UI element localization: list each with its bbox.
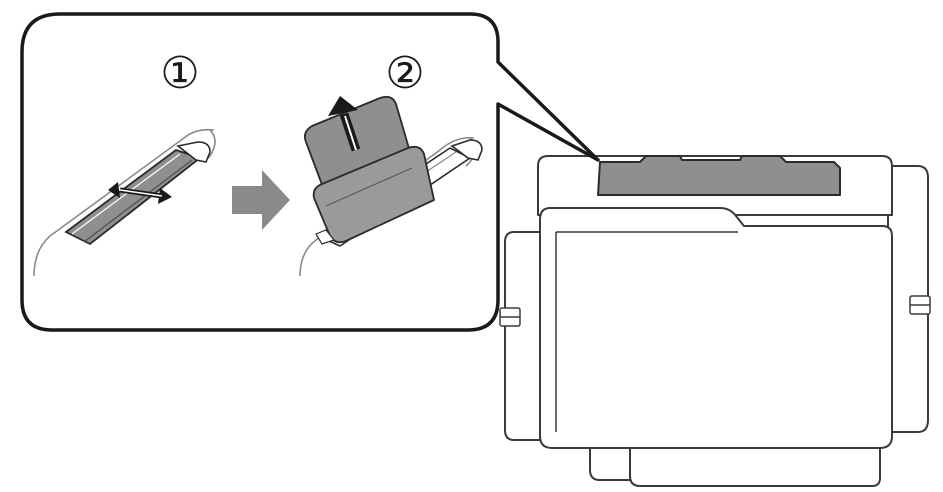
paper-support-front — [312, 145, 435, 244]
printer-front-body — [539, 207, 893, 449]
printer-illustration — [504, 155, 929, 487]
step-1-illustration — [33, 128, 216, 277]
callout-bubble — [20, 12, 600, 332]
printer-base-front — [629, 447, 881, 487]
up-arrow-icon — [328, 96, 361, 152]
printer-latches — [499, 295, 931, 327]
feed-slot-tab — [176, 141, 211, 163]
step-2-illustration — [299, 95, 483, 277]
right-arrow-icon — [232, 170, 290, 230]
printer-front-panel-line — [555, 231, 738, 432]
step-1-number: ① — [160, 48, 199, 99]
double-arrow-icon — [108, 182, 172, 204]
paper-guide-tab — [450, 139, 483, 161]
step-2-number: ② — [385, 48, 424, 99]
printer-right-side-panel — [887, 165, 929, 433]
rear-paper-feed-highlight — [597, 155, 841, 196]
printer-left-side-panel — [504, 231, 541, 441]
